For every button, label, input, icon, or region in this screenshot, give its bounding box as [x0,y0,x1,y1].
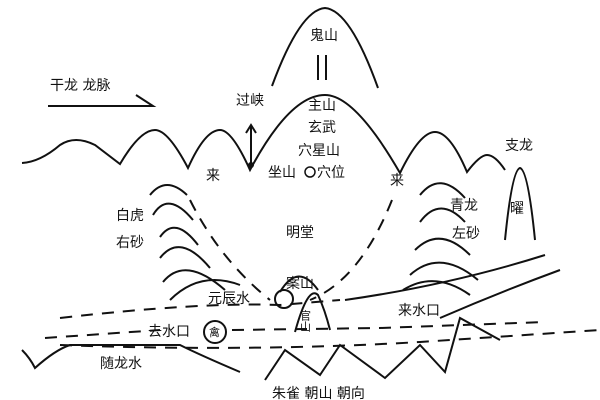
label-main-dragon: 干龙 龙脉 [50,78,110,94]
bottom-ridge [264,316,501,381]
right-hills [402,182,479,296]
label-branch-dragon: 支龙 [505,138,533,154]
label-qin: 禽 [209,325,220,339]
label-yao: 曜 [510,201,524,217]
inlet-line-1 [344,254,546,301]
label-gorge: 过峡 [236,93,264,109]
label-cave-position: 穴位 [317,165,345,181]
qin-circle [203,320,227,344]
label-come-left: 来 [206,168,220,184]
water-dashed-1 [59,299,341,319]
table-mountain-outline [279,275,319,293]
label-table-mountain: 案山 [286,275,314,292]
inlet-line-2 [439,269,561,319]
label-bottom: 朱雀 朝山 朝向 [272,386,365,400]
bottom-ridge-left [21,344,241,373]
label-yuanchen-water: 元辰水 [208,291,250,307]
water-dashed-2 [44,329,161,339]
label-main-mountain: 主山 [308,98,336,114]
label-water-outlet: 去水口 [148,324,190,340]
label-bright-hall: 明堂 [286,225,314,241]
label-following-dragon-water: 随龙水 [100,356,142,372]
label-official-mountain: 官山 [299,309,312,332]
label-right-sand: 右砂 [116,235,144,251]
ghost-mountain-outline [271,6,379,89]
dragon-arrow [48,94,157,107]
left-hills [149,184,241,301]
label-water-inlet: 来水口 [398,303,440,319]
yuanchen-water-circle [274,289,294,309]
official-mountain-outline [294,292,331,333]
label-green-dragon: 青龙 [450,198,478,214]
yao-peak [504,166,536,241]
label-white-tiger: 白虎 [116,208,144,224]
label-left-sand: 左砂 [452,226,480,242]
label-ghost-mountain: 鬼山 [310,28,338,44]
label-come-right: 来 [390,173,404,189]
gorge-point [248,162,254,168]
main-ridge [21,93,506,176]
cave-position-marker [304,166,316,178]
label-xuanwu: 玄武 [308,119,336,136]
gorge-arrow-head [245,123,257,134]
label-sitting-mountain: 坐山 [268,165,296,181]
label-cave-star-mountain: 穴星山 [298,143,340,159]
left-come-path [189,199,271,301]
water-dashed-3 [231,321,546,331]
water-dashed-4 [59,329,600,349]
right-come-path [309,199,393,301]
